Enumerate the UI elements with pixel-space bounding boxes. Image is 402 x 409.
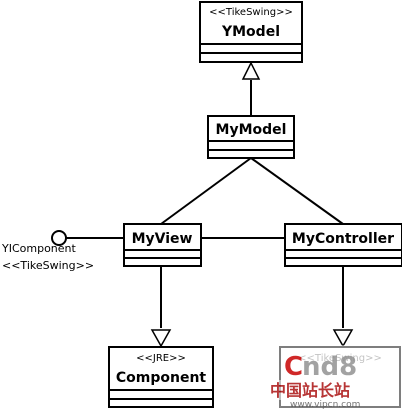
- association-mymodel-myview: [160, 157, 252, 225]
- connectors: [66, 61, 354, 348]
- interface-lollipop-circle: [51, 230, 67, 246]
- svg-text:C: C: [284, 352, 303, 382]
- interface-yicomponent[interactable]: YIComponent <<TikeSwing>>: [1, 230, 94, 272]
- class-ymodel[interactable]: <<TikeSwing>> YModel: [199, 1, 303, 63]
- class-mycontroller-name: MyController: [292, 231, 394, 247]
- class-component[interactable]: <<JRE>> Component: [108, 346, 214, 408]
- class-component-name: Component: [116, 370, 207, 386]
- generalization-arrowhead-ymodel: [241, 61, 261, 80]
- class-myview-name: MyView: [132, 231, 193, 247]
- watermark-logo: C nd8 中国站长站 www.vipcn.com: [262, 345, 402, 409]
- svg-text:www.vipcn.com: www.vipcn.com: [290, 400, 360, 409]
- class-ymodel-name: YModel: [221, 24, 280, 40]
- generalization-arrowhead-component: [150, 329, 172, 348]
- class-ycontroller-stereotype: <<TikeSwing>>: [298, 353, 382, 364]
- svg-text:中国站长站: 中国站长站: [270, 381, 350, 400]
- class-ymodel-stereotype: <<TikeSwing>>: [209, 7, 293, 18]
- class-mycontroller[interactable]: MyController: [284, 223, 402, 267]
- interface-yicomponent-stereotype: <<TikeSwing>>: [2, 259, 94, 272]
- class-mymodel[interactable]: MyModel: [207, 115, 295, 159]
- class-mymodel-name: MyModel: [216, 122, 287, 138]
- generalization-arrowhead-ycontroller: [332, 329, 354, 348]
- class-myview[interactable]: MyView: [123, 223, 202, 267]
- class-component-stereotype: <<JRE>>: [136, 353, 186, 364]
- interface-yicomponent-name: YIComponent: [1, 242, 77, 255]
- association-mymodel-mycontroller: [250, 157, 344, 225]
- svg-text:nd8: nd8: [302, 352, 357, 382]
